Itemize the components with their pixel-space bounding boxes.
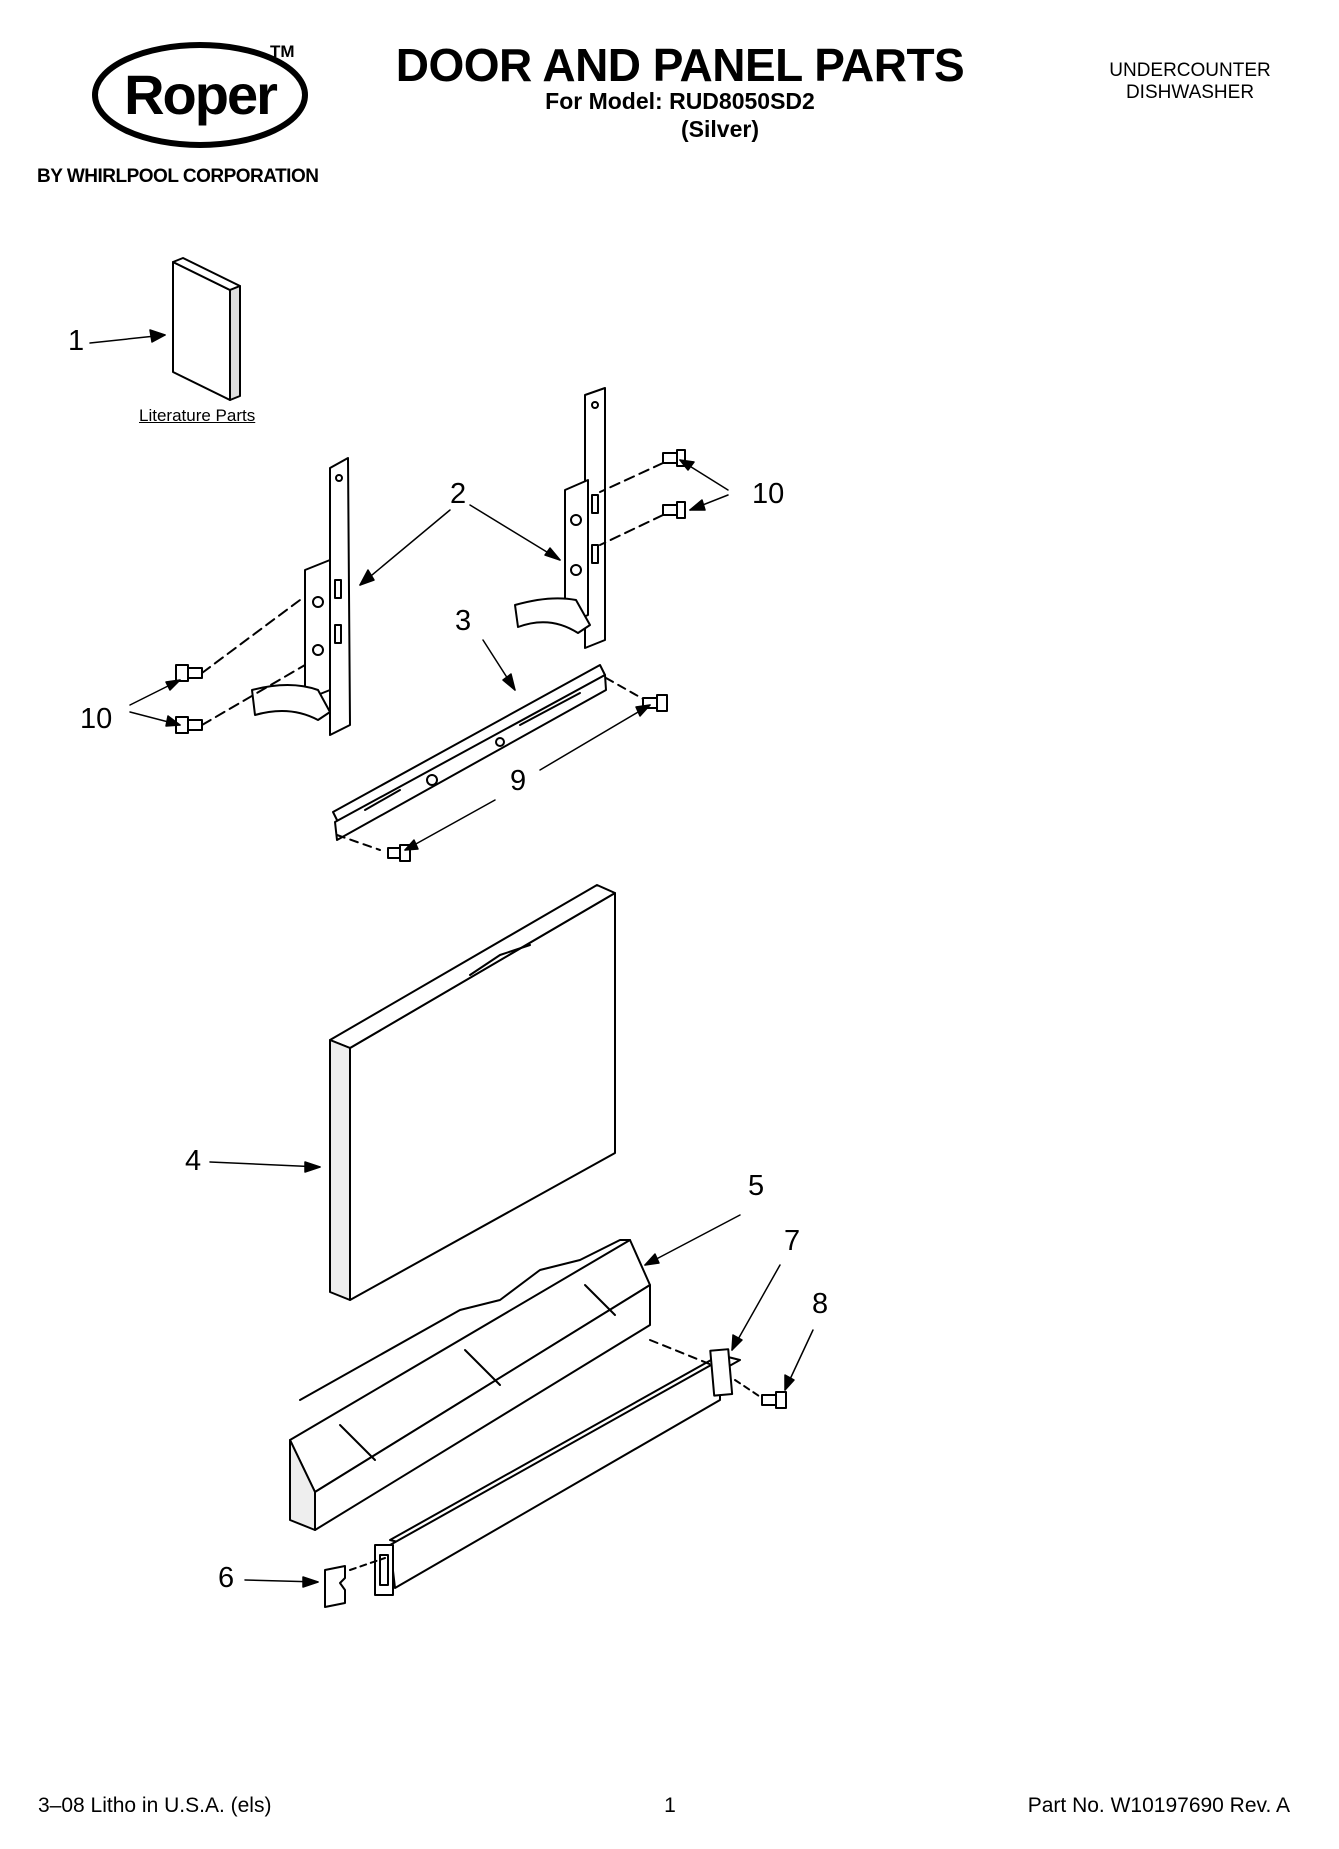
part-hinge-bracket-left — [251, 457, 351, 736]
model-line: For Model: RUD8050SD2 — [545, 88, 815, 114]
corporation-label: BY WHIRLPOOL CORPORATION — [37, 166, 319, 187]
callout-10-left: 10 — [80, 703, 113, 735]
callout-10-right: 10 — [752, 478, 785, 510]
screw-icon — [387, 844, 411, 862]
callout-8: 8 — [812, 1288, 829, 1320]
callout-6: 6 — [218, 1562, 235, 1594]
callout-7: 7 — [784, 1225, 801, 1257]
part-clip — [324, 1557, 386, 1608]
appliance-category: UNDERCOUNTER DISHWASHER — [1065, 60, 1315, 104]
brand-wordmark: Roper — [124, 63, 278, 126]
model-variant: (Silver) — [681, 116, 759, 142]
screw-icon — [175, 664, 203, 682]
callout-1: 1 — [68, 325, 85, 357]
screw-icon — [662, 501, 686, 519]
category-line-2: DISHWASHER — [1125, 82, 1255, 103]
callout-2: 2 — [450, 478, 467, 510]
category-line-1: UNDERCOUNTER — [1109, 60, 1271, 81]
callout-4: 4 — [185, 1145, 202, 1177]
part-lower-panel — [289, 1239, 651, 1531]
roper-logo — [92, 42, 308, 148]
page-title: DOOR AND PANEL PARTS — [395, 39, 965, 91]
literature-parts-label: Literature Parts — [139, 406, 256, 425]
screw-icon — [761, 1391, 787, 1409]
part-number: Part No. W10197690 Rev. A — [1027, 1794, 1290, 1817]
callout-5: 5 — [748, 1170, 765, 1202]
page-number: 1 — [664, 1794, 676, 1817]
callout-3: 3 — [455, 605, 472, 637]
part-literature-booklet — [172, 257, 241, 401]
part-door-panel — [329, 884, 616, 1301]
part-hinge-bracket-right — [514, 387, 606, 649]
screw-icon — [642, 694, 668, 712]
leader-arrows — [89, 329, 814, 1588]
part-kick-plate — [374, 1339, 741, 1596]
part-mounting-bracket — [332, 664, 668, 862]
part-screws-10 — [175, 449, 686, 734]
litho-note: 3–08 Litho in U.S.A. (els) — [38, 1794, 272, 1817]
callout-9: 9 — [510, 765, 527, 797]
trademark-mark: TM — [270, 42, 295, 61]
screw-icon — [662, 449, 686, 467]
